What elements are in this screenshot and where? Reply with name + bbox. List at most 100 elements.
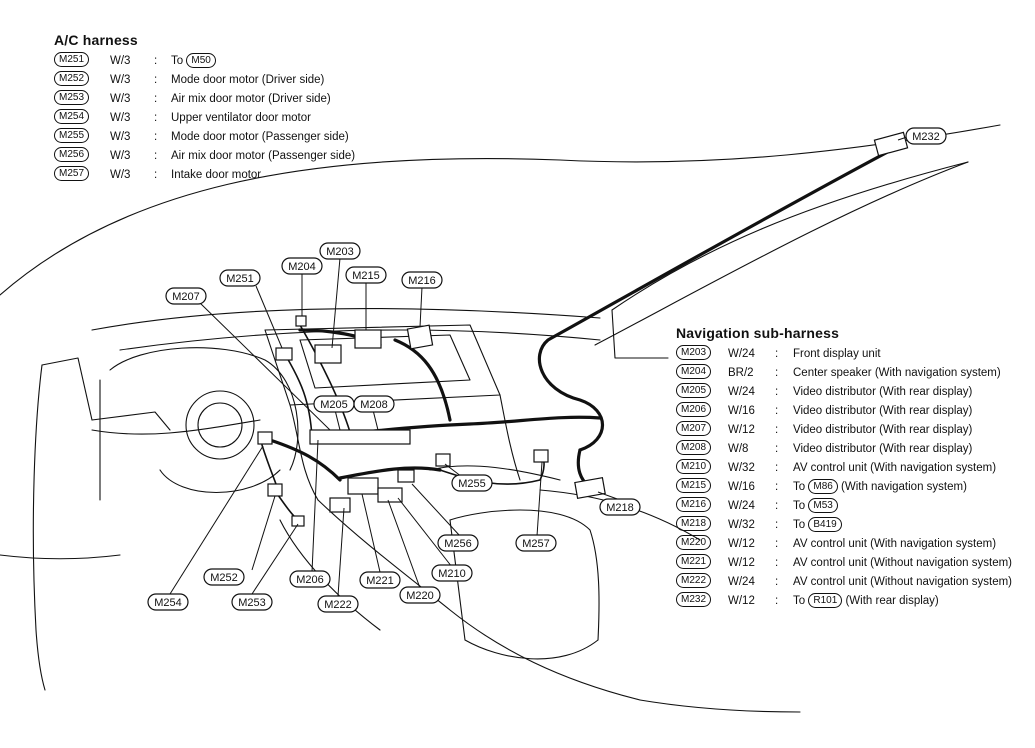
description-text: Upper ventilator door motor: [171, 112, 311, 124]
separator: :: [775, 348, 779, 360]
separator: :: [154, 169, 158, 181]
connector-description: To R101 (With rear display): [793, 592, 939, 611]
wire-spec: W/16: [728, 405, 755, 417]
separator: :: [154, 150, 158, 162]
separator: :: [775, 595, 779, 607]
connector-description: AV control unit (Without navigation syst…: [793, 554, 1012, 573]
svg-text:M252: M252: [210, 572, 238, 584]
to-prefix: To: [171, 55, 184, 67]
description-text: (With navigation system): [841, 481, 967, 493]
description-text: Mode door motor (Driver side): [171, 74, 325, 86]
connector-id: M255: [54, 128, 90, 143]
wire-spec: W/3: [110, 150, 131, 162]
to-prefix: To: [793, 519, 806, 531]
separator: :: [775, 576, 779, 588]
separator: :: [775, 443, 779, 455]
callout-m251: M251: [219, 269, 261, 287]
separator: :: [154, 93, 158, 105]
separator: :: [154, 74, 158, 86]
wire-spec: W/12: [728, 557, 755, 569]
connector-description: To M86 (With navigation system): [793, 478, 967, 497]
car-interior-outline: [0, 124, 1001, 713]
svg-text:M207: M207: [172, 291, 200, 303]
connector-id: M251: [54, 52, 90, 67]
wire-spec: W/3: [110, 169, 131, 181]
callout-m216: M216: [401, 271, 443, 289]
svg-text:M210: M210: [438, 568, 466, 580]
callout-m221: M221: [359, 571, 401, 589]
connector-description: AV control unit (With navigation system): [793, 459, 996, 478]
wire-spec: W/3: [110, 93, 131, 105]
connector-id: M254: [54, 109, 90, 124]
connector-id: M215: [676, 478, 712, 493]
callout-m255: M255: [451, 474, 493, 492]
reference-connector: R101: [808, 593, 843, 609]
callout-m222: M222: [317, 595, 359, 613]
wire-spec: W/32: [728, 519, 755, 531]
connector-description: To M53: [793, 497, 838, 516]
connector-id: M253: [54, 90, 90, 105]
connector-id: M220: [676, 535, 712, 550]
svg-text:M251: M251: [226, 273, 254, 285]
reference-connector: M50: [186, 53, 216, 69]
svg-text:M253: M253: [238, 597, 266, 609]
svg-text:M257: M257: [522, 538, 550, 550]
wire-spec: W/12: [728, 424, 755, 436]
separator: :: [775, 500, 779, 512]
svg-text:M215: M215: [352, 270, 380, 282]
description-text: AV control unit (Without navigation syst…: [793, 576, 1013, 588]
connector-description: Video distributor (With rear display): [793, 440, 972, 459]
callout-m204: M204: [281, 257, 323, 275]
svg-text:M203: M203: [326, 246, 354, 258]
callout-m253: M253: [231, 593, 273, 611]
svg-text:M205: M205: [320, 399, 348, 411]
ac-harness-title: A/C harness: [54, 32, 138, 48]
connector-id: M252: [54, 71, 90, 86]
separator: :: [775, 481, 779, 493]
svg-text:M232: M232: [912, 131, 940, 143]
connector-description: Video distributor (With rear display): [793, 402, 972, 421]
description-text: Front display unit: [793, 348, 881, 360]
connector-id: M218: [676, 516, 712, 531]
svg-text:M206: M206: [296, 574, 324, 586]
connector-description: Front display unit: [793, 345, 881, 364]
connectors: [257, 131, 909, 527]
wire-spec: W/3: [110, 55, 131, 67]
connector-id: M221: [676, 554, 712, 569]
callout-m208: M208: [353, 395, 395, 413]
connector-id: M210: [676, 459, 712, 474]
callout-m206: M206: [289, 570, 331, 588]
wire-spec: W/16: [728, 481, 755, 493]
connector-id: M205: [676, 383, 712, 398]
separator: :: [775, 386, 779, 398]
description-text: (With rear display): [845, 595, 939, 607]
callout-m232: M232: [905, 127, 947, 145]
connector-description: Upper ventilator door motor: [171, 109, 311, 128]
callout-m203: M203: [319, 242, 361, 260]
separator: :: [775, 424, 779, 436]
svg-text:M204: M204: [288, 261, 316, 273]
description-text: Intake door motor: [171, 169, 262, 181]
svg-text:M208: M208: [360, 399, 388, 411]
description-text: Video distributor (With rear display): [793, 424, 973, 436]
separator: :: [775, 519, 779, 531]
connector-id: M206: [676, 402, 712, 417]
connector-id: M204: [676, 364, 712, 379]
to-prefix: To: [793, 481, 806, 493]
svg-text:M220: M220: [406, 590, 434, 602]
callout-m257: M257: [515, 534, 557, 552]
wire-spec: W/3: [110, 74, 131, 86]
wire-spec: W/8: [728, 443, 749, 455]
